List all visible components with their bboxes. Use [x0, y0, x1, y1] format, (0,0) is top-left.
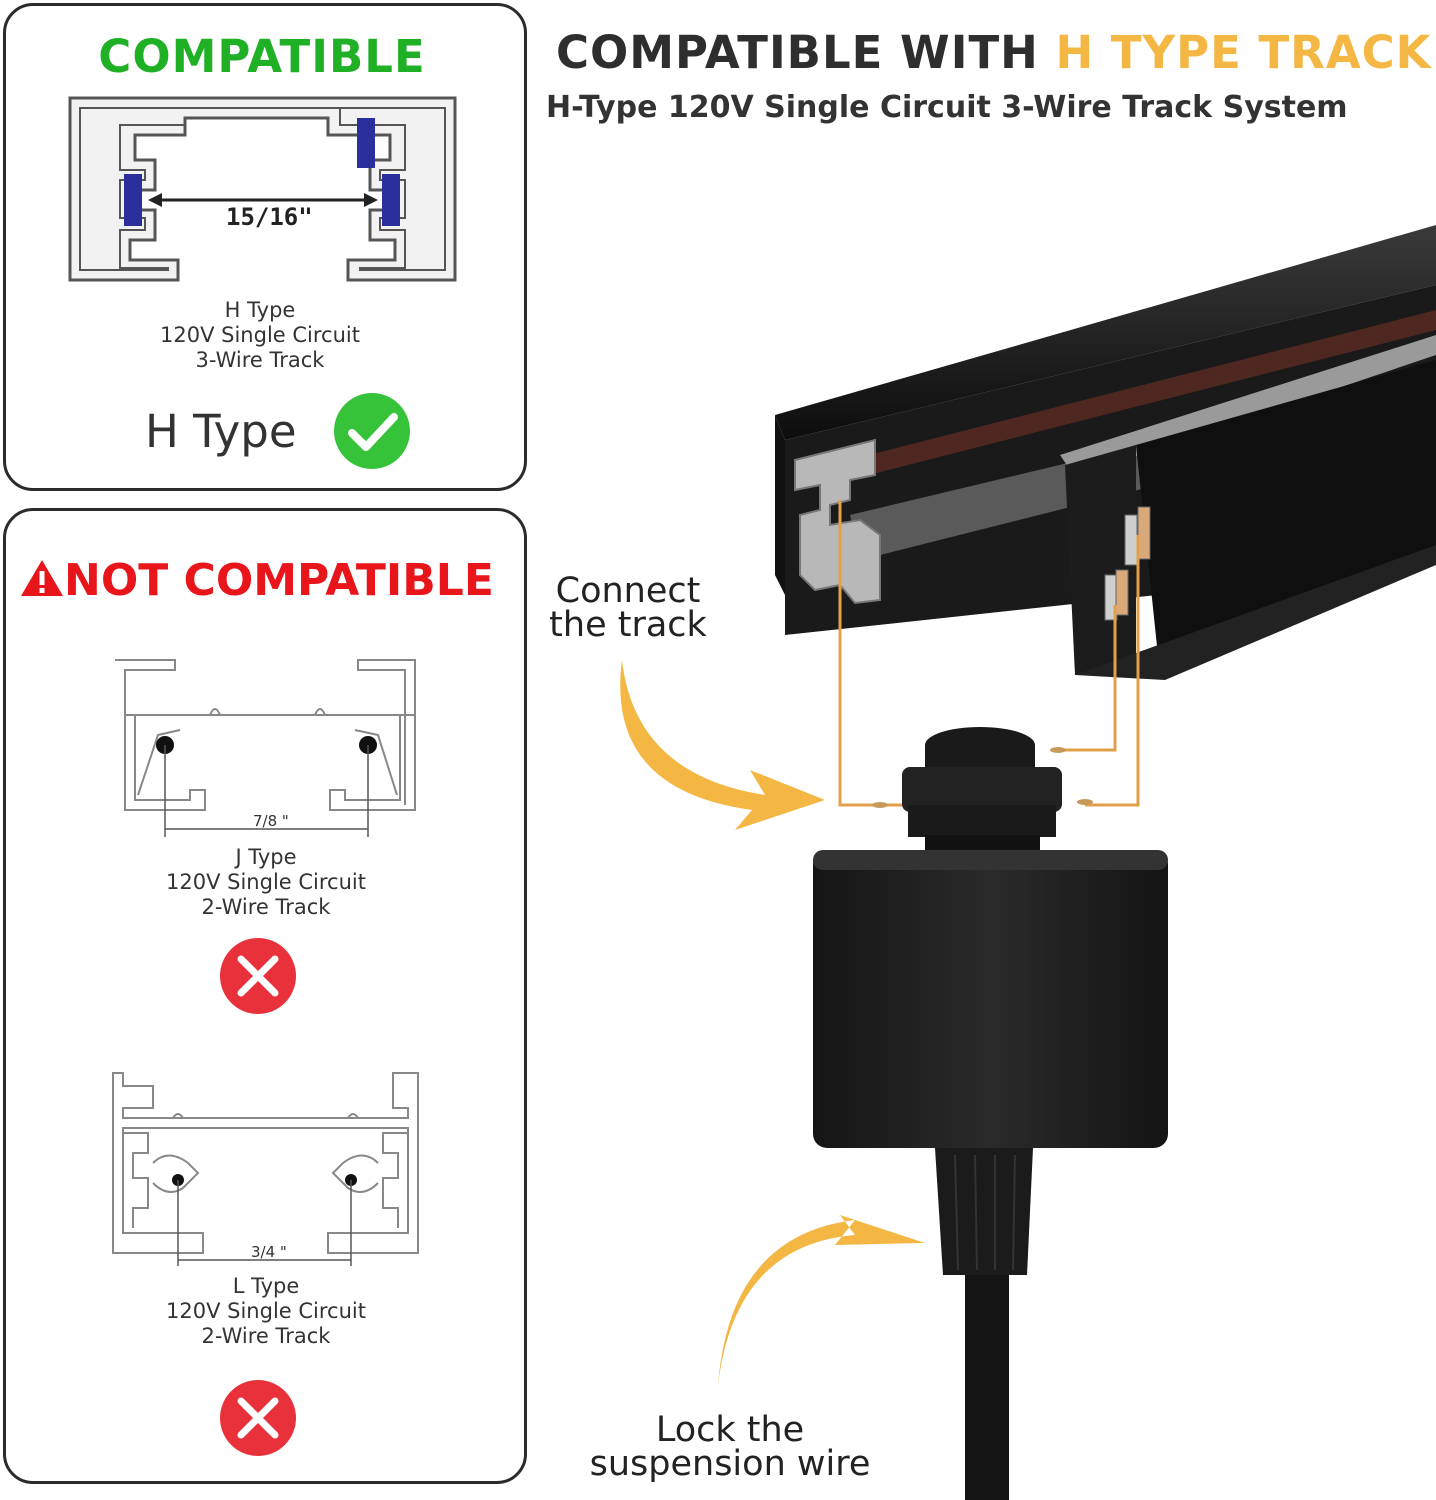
track-adapter	[872, 727, 1093, 850]
caption-line: 2-Wire Track	[201, 1324, 331, 1348]
compatible-dimension: 15/16"	[226, 203, 313, 231]
h-type-track-rail	[775, 225, 1436, 680]
caption-line: 120V Single Circuit	[160, 323, 360, 347]
j-type-dimension: 7/8 "	[253, 812, 289, 830]
caption-line: 120V Single Circuit	[166, 1299, 366, 1323]
arrow-right-icon	[364, 193, 378, 207]
x-circle-icon	[220, 1380, 296, 1456]
x-circle-icon	[220, 938, 296, 1014]
caption-line: 3-Wire Track	[195, 348, 325, 372]
caption-line: H Type	[224, 298, 296, 322]
compatible-heading: COMPATIBLE	[98, 30, 426, 83]
h-type-track-diagram	[68, 96, 457, 282]
suspension-cord	[935, 1148, 1033, 1500]
j-type-track-diagram	[115, 659, 416, 837]
l-type-track-diagram	[112, 1072, 419, 1266]
main-title-prefix: COMPATIBLE WITH	[556, 26, 1039, 79]
caption-line: 120V Single Circuit	[166, 870, 366, 894]
compatible-caption: H Type 120V Single Circuit 3-Wire Track	[130, 298, 390, 373]
callout-line: suspension wire	[589, 1444, 871, 1484]
j-type-caption: J Type 120V Single Circuit 2-Wire Track	[136, 845, 396, 920]
warning-triangle-icon	[21, 560, 63, 596]
caption-line: J Type	[235, 845, 297, 869]
caption-line: 2-Wire Track	[201, 895, 331, 919]
callout-line: Lock the	[655, 1410, 805, 1450]
main-title: COMPATIBLE WITH H TYPE TRACK	[556, 26, 1431, 79]
contact-right-bottom	[382, 174, 400, 226]
connect-callout: Connect the track	[540, 571, 716, 645]
sub-title: H-Type 120V Single Circuit 3-Wire Track …	[546, 90, 1348, 125]
callout-line: Connect	[555, 571, 701, 611]
product-illustration	[620, 225, 1436, 1500]
h-type-label: H Type	[145, 405, 297, 458]
contact-left	[124, 174, 142, 226]
lock-callout: Lock the suspension wire	[560, 1410, 900, 1484]
arrow-left-icon	[148, 193, 162, 207]
caption-line: L Type	[232, 1274, 300, 1298]
contact-right-top	[357, 118, 375, 168]
l-type-caption: L Type 120V Single Circuit 2-Wire Track	[136, 1274, 396, 1349]
arrow-connect-icon	[620, 660, 825, 830]
not-compatible-heading-text: NOT COMPATIBLE	[64, 555, 494, 606]
adapter-body	[813, 850, 1168, 1148]
l-type-dimension: 3/4 "	[251, 1243, 287, 1261]
arrow-lock-icon	[718, 1215, 925, 1385]
main-title-accent: H TYPE TRACK	[1055, 26, 1432, 79]
callout-line: the track	[549, 605, 707, 645]
not-compatible-heading: NOT COMPATIBLE	[20, 555, 494, 606]
check-circle-icon	[334, 393, 410, 469]
